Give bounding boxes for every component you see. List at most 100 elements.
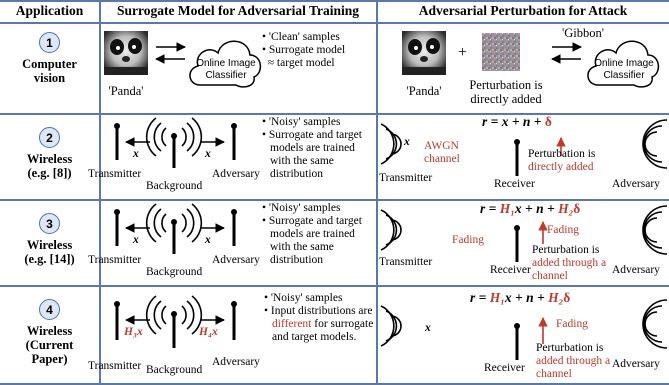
cloud-icon bbox=[587, 40, 660, 88]
bullet-item: • 'Noisy' samples bbox=[262, 116, 341, 128]
adversary-label: Adversary bbox=[612, 358, 660, 370]
noise-perturbation-image bbox=[482, 33, 520, 71]
bidirectional-arrows bbox=[155, 42, 186, 64]
header-attack: Adversarial Perturbation for Attack bbox=[418, 3, 628, 18]
bullet-item: • 'Noisy' samples bbox=[262, 202, 341, 214]
wireless-surrogate-diagram bbox=[114, 117, 237, 168]
row-divider-2 bbox=[0, 199, 669, 201]
adversary-label: Adversary bbox=[212, 254, 260, 266]
app-cell-4: 4 Wireless (Current Paper) bbox=[0, 299, 99, 366]
signal-x-label: x bbox=[205, 234, 211, 246]
row-number-badge: 1 bbox=[39, 32, 60, 53]
cloud-classifier-label: Online Image Classifier bbox=[594, 58, 654, 81]
panda-image bbox=[104, 31, 148, 75]
app-cell-2: 2 Wireless (e.g. [8]) bbox=[0, 127, 99, 180]
header-application: Application bbox=[15, 3, 84, 18]
adversary-label: Adversary bbox=[212, 168, 260, 180]
fading-label: Fading bbox=[556, 318, 588, 330]
app-cell-3: 3 Wireless (e.g. [14]) bbox=[0, 213, 99, 266]
panda-label: 'Panda' bbox=[406, 84, 442, 98]
perturbation-red-label: added through a channel bbox=[536, 355, 611, 380]
app-name-line: (e.g. [14]) bbox=[24, 252, 75, 266]
transmitter-label: Transmitter bbox=[88, 168, 142, 180]
wireless-attack-diagram bbox=[380, 119, 668, 176]
bullet-item: • Input distributions are different for … bbox=[264, 305, 374, 343]
bullet-item: • 'Noisy' samples bbox=[264, 292, 343, 304]
adversary-icon bbox=[644, 131, 658, 157]
app-name-line: vision bbox=[33, 71, 66, 85]
column-divider-1 bbox=[99, 0, 101, 385]
bullet-item: • Surrogate and target models are traine… bbox=[262, 215, 362, 266]
header-surrogate: Surrogate Model for Adversarial Training bbox=[117, 3, 359, 18]
perturbation-label: Perturbation is bbox=[532, 244, 600, 256]
wireless-attack-diagram bbox=[380, 205, 668, 262]
app-cell-1: 1 Computer vision bbox=[0, 32, 99, 85]
adversary-label: Adversary bbox=[612, 178, 660, 190]
app-name-line: Wireless bbox=[26, 324, 73, 338]
column-divider-2 bbox=[376, 0, 378, 385]
background-label: Background bbox=[146, 266, 203, 278]
fading-label: Fading bbox=[547, 224, 579, 236]
perturbation-label: Perturbation is bbox=[536, 342, 604, 354]
panda-image bbox=[402, 31, 446, 75]
cloud-icon bbox=[189, 40, 262, 88]
receiver-label: Receiver bbox=[494, 178, 535, 190]
plus-sign: + bbox=[458, 44, 468, 61]
row-number-badge: 3 bbox=[39, 213, 60, 234]
row-divider-3 bbox=[0, 285, 669, 287]
row-number-badge: 2 bbox=[39, 127, 60, 148]
perturbation-red-label: directly added bbox=[528, 161, 594, 173]
adversary-label: Adversary bbox=[212, 356, 260, 368]
bullet-item: • 'Clean' samples bbox=[262, 31, 340, 43]
perturbation-label: Perturbation is directly added bbox=[469, 78, 543, 106]
equation: r = H₁x + n + H₂δ bbox=[480, 201, 581, 216]
signal-x-label: x bbox=[404, 136, 410, 148]
table-border-top bbox=[0, 0, 669, 2]
bullet-item: • Surrogate and target models are traine… bbox=[262, 129, 362, 180]
surrogate-bullets: • 'Noisy' samples • Surrogate and target… bbox=[262, 202, 374, 267]
app-name-line: Paper) bbox=[31, 352, 68, 366]
perturbation-red-label: added through a channel bbox=[532, 257, 607, 282]
row-divider-1 bbox=[0, 113, 669, 115]
table-border-bottom bbox=[0, 383, 669, 385]
adversary-icon bbox=[644, 217, 658, 243]
signal-h3x-label: H₃x bbox=[124, 326, 143, 338]
fading-label: Fading bbox=[452, 234, 484, 246]
equation: r = x + n + δ bbox=[482, 114, 552, 129]
app-name-line: Computer bbox=[22, 57, 77, 71]
app-name-line: Wireless bbox=[26, 152, 73, 166]
row-number-badge: 4 bbox=[39, 299, 60, 320]
wireless-surrogate-diagram bbox=[114, 203, 237, 254]
background-label: Background bbox=[146, 364, 203, 376]
transmitter-label: Transmitter bbox=[88, 254, 142, 266]
background-label: Background bbox=[146, 180, 203, 192]
transmitter-label: Transmitter bbox=[379, 256, 433, 268]
cloud-classifier-label: Online Image Classifier bbox=[196, 58, 256, 81]
bullet-item: • Surrogate model bbox=[262, 44, 346, 56]
app-name-line: (e.g. [8]) bbox=[27, 166, 72, 180]
equation: r = H₁x + n + H₂δ bbox=[470, 290, 571, 305]
adversary-icon bbox=[644, 311, 658, 337]
adversary-label: Adversary bbox=[612, 264, 660, 276]
awgn-channel-label: AWGN channel bbox=[424, 140, 460, 165]
receiver-label: Receiver bbox=[484, 362, 525, 374]
receiver-label: Receiver bbox=[490, 264, 531, 276]
signal-x-label: x bbox=[205, 148, 211, 160]
signal-x-label: x bbox=[133, 234, 139, 246]
header-divider bbox=[0, 22, 669, 24]
app-name-line: Wireless bbox=[26, 238, 73, 252]
gibbon-label: 'Gibbon' bbox=[562, 26, 605, 40]
wireless-attack-diagram bbox=[380, 299, 668, 360]
signal-h4x-label: H₄x bbox=[199, 326, 218, 338]
signal-x-label: x bbox=[133, 148, 139, 160]
signal-x-label: x bbox=[425, 322, 431, 334]
wireless-surrogate-diagram bbox=[114, 295, 237, 348]
transmitter-label: Transmitter bbox=[379, 172, 433, 184]
surrogate-bullets: • 'Noisy' samples • Input distributions … bbox=[264, 292, 374, 344]
app-name-line: (Current bbox=[25, 338, 74, 352]
surrogate-bullets: • 'Noisy' samples • Surrogate and target… bbox=[262, 116, 374, 181]
bullet-item: ≈ target model bbox=[267, 57, 335, 69]
surrogate-bullets: • 'Clean' samples • Surrogate model ≈ ta… bbox=[262, 31, 374, 70]
perturbation-label: Perturbation is bbox=[528, 148, 596, 160]
panda-label: 'Panda' bbox=[108, 84, 144, 98]
